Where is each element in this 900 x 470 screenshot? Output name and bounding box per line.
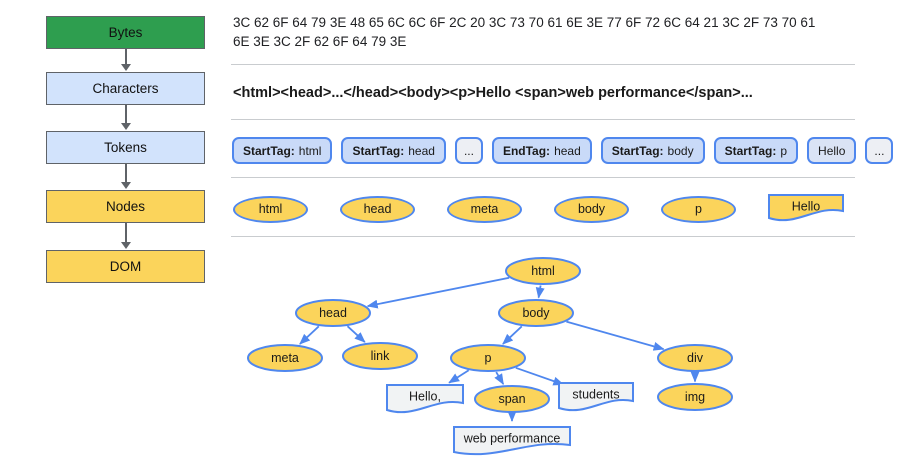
svg-text:img: img (685, 390, 705, 404)
node-ellipse-body: body (554, 195, 629, 223)
document-shape (453, 426, 571, 456)
svg-text:span: span (498, 392, 525, 406)
tree-edge-html-to-body (535, 285, 545, 299)
tokens-row: StartTag:html StartTag:head... EndTag:head… (232, 137, 894, 164)
node-document-hello: Hello (768, 193, 844, 225)
stage-arrow-down-icon (119, 49, 133, 71)
stage-arrow-down-icon (119, 223, 133, 249)
tree-node-img: img (657, 383, 733, 411)
svg-text:link: link (371, 349, 391, 363)
document-shape (768, 194, 844, 222)
svg-text:body: body (522, 306, 550, 320)
tree-edge-p-to-hello-text (448, 369, 470, 384)
row-divider-4 (231, 236, 855, 237)
stage-box-tokens: Tokens (46, 131, 205, 164)
nodes-row: html head meta body p Hello (233, 193, 844, 225)
tree-node-link: link (342, 342, 418, 370)
tree-edge-body-to-p (502, 325, 523, 345)
tree-node-meta: meta (247, 344, 323, 372)
stage-box-bytes: Bytes (46, 16, 205, 49)
node-ellipse-html: html (233, 195, 308, 223)
stage-box-characters: Characters (46, 72, 205, 105)
dom-tree-edges (299, 276, 700, 422)
tree-node-p: p (450, 344, 526, 372)
token-chip-hello: Hello (807, 137, 857, 164)
tree-edge-html-to-head (366, 276, 510, 309)
stage-box-nodes: Nodes (46, 190, 205, 223)
tree-node-students-text: students (558, 382, 634, 412)
svg-text:Hello,: Hello, (409, 389, 441, 403)
token-chip-ellipsis-2: ... (454, 137, 483, 164)
token-chip-endtag-head: EndTag:head (491, 137, 592, 164)
tree-edge-p-to-span (494, 371, 505, 385)
svg-text:web performance: web performance (463, 431, 561, 445)
svg-text:students: students (572, 387, 619, 401)
stage-arrow-down-icon (119, 164, 133, 189)
tree-node-body: body (498, 299, 574, 327)
svg-text:p: p (485, 351, 492, 365)
stage-box-dom: DOM (46, 250, 205, 283)
svg-text:head: head (319, 306, 347, 320)
tree-node-head: head (295, 299, 371, 327)
node-ellipse-head: head (340, 195, 415, 223)
tree-node-div: div (657, 344, 733, 372)
stage-arrow-down-icon (119, 105, 133, 130)
svg-text:Hello: Hello (792, 199, 821, 213)
row-divider-1 (231, 64, 855, 65)
tree-edge-head-to-meta (299, 325, 320, 345)
tree-node-html: html (505, 257, 581, 285)
node-ellipse-meta: meta (447, 195, 522, 223)
bytes-hex-line-2: 6E 3E 3C 2F 62 6F 64 79 3E (233, 34, 407, 49)
document-shape (386, 384, 464, 414)
tree-node-span: span (474, 385, 550, 413)
svg-text:html: html (531, 264, 555, 278)
svg-text:meta: meta (271, 351, 299, 365)
tree-node-hello-text: Hello, (386, 384, 464, 414)
document-shape (558, 382, 634, 412)
row-divider-3 (231, 177, 855, 178)
tree-node-webperf-text: web performance (453, 426, 571, 456)
svg-text:div: div (687, 351, 704, 365)
tree-edge-body-to-div (566, 320, 665, 351)
bytes-hex-line-1: 3C 62 6F 64 79 3E 48 65 6C 6C 6F 2C 20 3… (233, 15, 816, 30)
token-chip-starttag-p: StartTag:p (713, 137, 799, 164)
node-ellipse-p: p (661, 195, 736, 223)
token-chip-ellipsis-7: ... (865, 137, 894, 164)
characters-markup-text: <html><head>...</head><body><p>Hello <sp… (233, 85, 753, 101)
tree-edge-head-to-link (346, 325, 366, 343)
tree-edge-p-to-students-text (515, 366, 565, 386)
token-chip-starttag-html: StartTag:html (232, 137, 333, 164)
token-chip-starttag-head: StartTag:head (341, 137, 446, 164)
row-divider-2 (231, 119, 855, 120)
token-chip-starttag-body: StartTag:body (600, 137, 705, 164)
